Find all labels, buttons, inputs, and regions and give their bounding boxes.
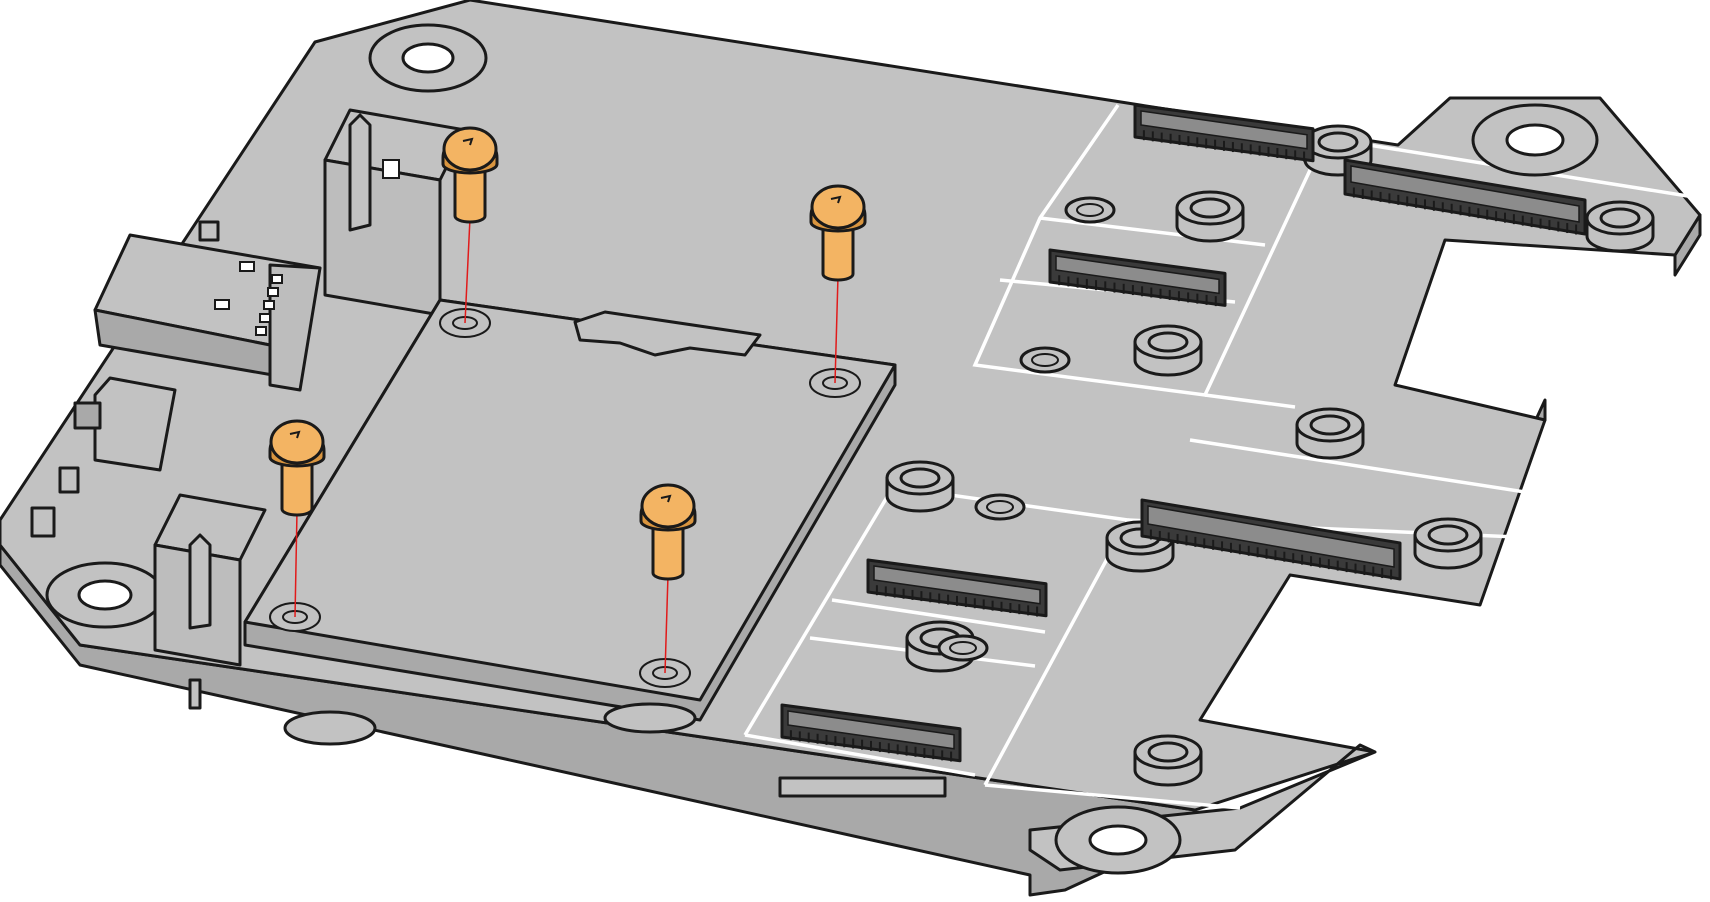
usb-c-port-icon <box>93 233 322 392</box>
battery-connector <box>323 108 467 317</box>
standoff <box>1175 190 1245 243</box>
battery-connector <box>153 493 267 710</box>
board-to-board-connector-icon <box>1133 103 1315 163</box>
standoff <box>1295 407 1365 460</box>
connectors <box>780 103 1587 763</box>
standoffs <box>885 124 1655 787</box>
mounting-hole-icon <box>45 561 165 629</box>
board-to-board-connector-icon <box>866 558 1048 618</box>
small-hole <box>1019 346 1071 374</box>
board-to-board-connector-icon <box>780 703 962 763</box>
small-header-components <box>30 220 220 538</box>
mounting-hole-icon <box>1471 103 1599 177</box>
standoff <box>1133 734 1203 787</box>
mounting-hole-icon <box>368 23 488 93</box>
screw-guide-line <box>294 510 298 618</box>
board-to-board-connector-icon <box>1140 498 1402 581</box>
standoff <box>1413 517 1483 570</box>
standoff <box>1585 200 1655 253</box>
small-hole <box>974 493 1026 521</box>
small-hole <box>937 634 989 662</box>
pan-head-screw-icon <box>809 184 867 282</box>
screws <box>268 126 867 581</box>
small-hole <box>1064 196 1116 224</box>
pan-head-screw-icon <box>639 483 697 581</box>
standoff <box>1133 324 1203 377</box>
side-switch <box>73 376 177 472</box>
module-board <box>243 298 897 746</box>
board-to-board-connector-icon <box>778 776 947 798</box>
guide-lines <box>294 217 839 674</box>
board-to-board-connector-icon <box>1048 248 1227 307</box>
standoff <box>885 460 955 513</box>
screw-guide-line <box>664 574 669 674</box>
board-to-board-connector-icon <box>1343 158 1587 236</box>
pan-head-screw-icon <box>268 419 326 517</box>
screw-guide-line <box>464 217 471 324</box>
screw-guide-line <box>834 275 839 384</box>
mounting-hole-icon <box>1054 805 1182 875</box>
pan-head-screw-icon <box>441 126 499 224</box>
